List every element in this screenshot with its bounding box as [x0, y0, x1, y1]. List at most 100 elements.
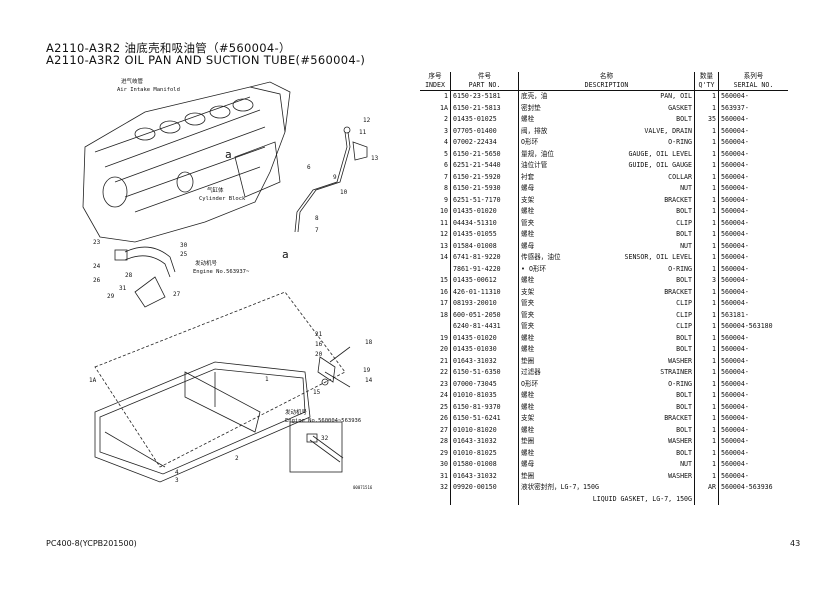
callout-24: 24 — [93, 263, 101, 270]
description-en: BOLT — [676, 333, 692, 342]
cell-index: 20 — [420, 344, 451, 356]
description-en: GUIDE, OIL GAUGE — [628, 161, 692, 170]
callout-1: 1 — [265, 376, 269, 383]
engine-no-label-en-2: Engine No.560004~563936 — [285, 418, 361, 424]
description-en: BOLT — [676, 115, 692, 124]
cell-part-no: 600-051-2050 — [450, 309, 519, 321]
page-title-cn: A2110-A3R2 油底壳和吸油管（#560004-） — [46, 41, 291, 55]
description-cn: 垫圈 — [521, 356, 535, 365]
callout-11: 11 — [359, 129, 367, 136]
cell-serial: 563937- — [721, 103, 749, 112]
description-en: BRACKET — [664, 195, 692, 204]
description-en: BOLT — [676, 276, 692, 285]
callout-23: 23 — [93, 239, 101, 246]
cell-index: 16 — [420, 286, 451, 298]
description-cn: 管夹 — [521, 299, 535, 308]
description-en: CLIP — [676, 218, 692, 227]
cell-qty: 1 — [694, 459, 719, 471]
description-en: COLLAR — [668, 172, 692, 181]
description-en: BOLT — [676, 425, 692, 434]
cell-description: 螺母 NUT — [518, 240, 695, 252]
ref-a-lower: a — [282, 248, 289, 261]
cell-serial: 560004- — [721, 241, 749, 250]
callout-31: 31 — [119, 285, 127, 292]
cell-qty — [694, 493, 719, 505]
cell-qty: 1 — [694, 194, 719, 206]
cell-index: 11 — [420, 217, 451, 229]
cell-serial: 560004- — [721, 333, 749, 342]
description-en: PAN, OIL — [660, 92, 692, 101]
description-en: LIQUID GASKET, LG-7, 150G — [592, 494, 692, 503]
cell-serial: 563181- — [721, 310, 749, 319]
cell-qty: 1 — [694, 332, 719, 344]
cell-qty: 1 — [694, 171, 719, 183]
description-cn: 垫圈 — [521, 437, 535, 446]
cell-serial: 560004- — [721, 437, 749, 446]
description-cn: 螺栓 — [521, 230, 535, 239]
cell-part-no: 07705-01400 — [450, 125, 519, 137]
callout-27: 27 — [173, 291, 181, 298]
intake-manifold-label-en: Air Intake Manifold — [117, 87, 180, 93]
description-en: O-RING — [668, 138, 692, 147]
drawing-number: 00071516 — [353, 485, 373, 490]
description-cn: 垫圈 — [521, 471, 535, 480]
cell-part-no: 01643-31032 — [450, 355, 519, 367]
cell-serial: 560004- — [721, 149, 749, 158]
cell-index: 10 — [420, 206, 451, 218]
cell-index: 14 — [420, 252, 451, 264]
header-serial-en: SERIAL NO. — [718, 81, 788, 91]
cylinder-block-label-cn: 气缸体 — [207, 186, 224, 194]
description-cn: 螺母 — [521, 241, 535, 250]
description-en: BOLT — [676, 345, 692, 354]
cell-qty: 1 — [694, 355, 719, 367]
cell-index: 3 — [420, 125, 451, 137]
header-qty-en: Q'TY — [694, 81, 719, 91]
description-cn: 传感器，油位 — [521, 253, 561, 262]
callout-10: 10 — [340, 189, 348, 196]
cell-index — [420, 321, 451, 333]
cell-part-no: 01010-81020 — [450, 424, 519, 436]
callout-13: 13 — [371, 155, 379, 162]
callout-19: 19 — [363, 367, 371, 374]
table-row: LIQUID GASKET, LG-7, 150G — [420, 493, 788, 505]
cell-qty: 1 — [694, 137, 719, 149]
cell-index: 2 — [420, 114, 451, 126]
cell-serial: 560004- — [721, 126, 749, 135]
header-desc-cn: 名称 — [518, 72, 695, 81]
cell-index: 24 — [420, 390, 451, 402]
cell-qty: 1 — [694, 344, 719, 356]
description-cn: 油位计管 — [521, 161, 548, 170]
cell-qty: 1 — [694, 286, 719, 298]
cell-part-no: 01435-01020 — [450, 332, 519, 344]
cell-serial: 560004- — [721, 253, 749, 262]
callout-16: 16 — [315, 341, 323, 348]
description-en: NUT — [680, 241, 692, 250]
cell-index: 9 — [420, 194, 451, 206]
description-en: STRAINER — [660, 368, 692, 377]
cell-part-no: 07002-22434 — [450, 137, 519, 149]
description-cn: 阀，排放 — [521, 126, 548, 135]
cell-index: 28 — [420, 436, 451, 448]
cell-index: 13 — [420, 240, 451, 252]
cell-serial: 560004-563936 — [721, 483, 773, 492]
callout-14: 14 — [365, 377, 373, 384]
description-en: BOLT — [676, 230, 692, 239]
description-en: NUT — [680, 184, 692, 193]
header-qty-cn: 数量 — [694, 72, 719, 81]
description-cn: 密封垫 — [521, 103, 541, 112]
description-cn: 管夹 — [521, 218, 535, 227]
